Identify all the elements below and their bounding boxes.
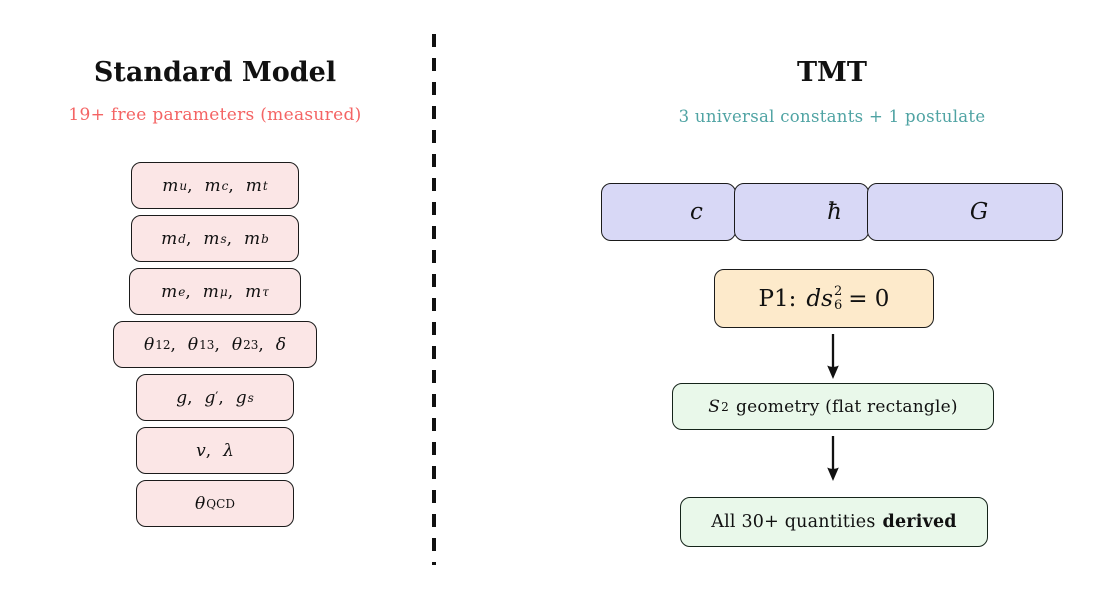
left-column-subtitle: 19+ free parameters (measured) xyxy=(68,105,362,125)
postulate-superscript: 2 xyxy=(833,283,843,299)
param-box: v,λ xyxy=(136,427,294,474)
constant-label-c: c xyxy=(690,199,703,225)
constant-label-hbar: ħ xyxy=(827,199,842,225)
right-column-subtitle: 3 universal constants + 1 postulate xyxy=(678,107,986,126)
postulate-subscript: 6 xyxy=(833,297,843,313)
constant-box-g: G xyxy=(867,183,1063,241)
left-column-title: Standard Model xyxy=(93,57,337,88)
right-column-title: TMT xyxy=(796,57,868,88)
constant-label-g: G xyxy=(969,199,989,225)
down-arrow-icon xyxy=(827,334,839,379)
derived-result-box: All 30+ quantities derived xyxy=(680,497,988,547)
postulate-math-base: ds xyxy=(806,285,833,312)
dashed-divider-line xyxy=(432,34,436,565)
derived-text: All 30+ quantities xyxy=(711,512,876,532)
geometry-superscript: 2 xyxy=(721,399,729,414)
derived-bold-text: derived xyxy=(882,512,957,532)
geometry-math-base: S xyxy=(708,396,721,417)
constant-box-c: c xyxy=(601,183,736,241)
constant-box-hbar: ħ xyxy=(734,183,869,241)
down-arrow-icon xyxy=(827,436,839,481)
postulate-rhs: = 0 xyxy=(848,285,890,312)
geometry-text: geometry (flat rectangle) xyxy=(736,396,958,417)
postulate-prefix: P1: xyxy=(758,285,797,312)
